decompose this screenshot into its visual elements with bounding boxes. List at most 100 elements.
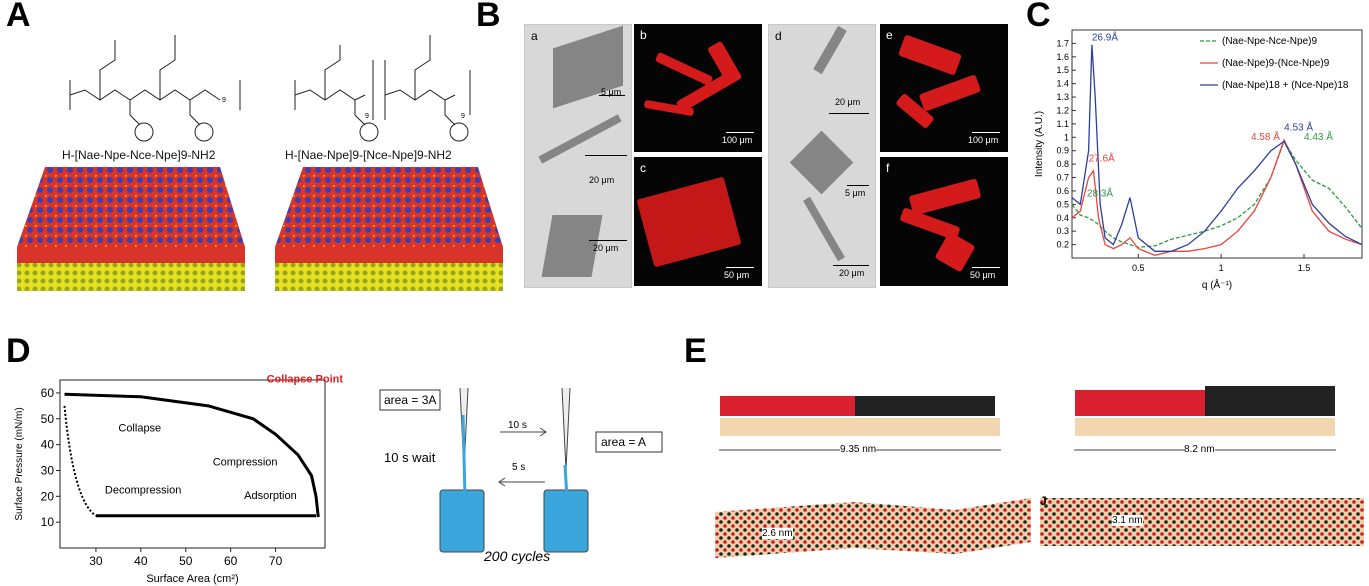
y-tick-label: 1.1 — [1056, 119, 1069, 129]
y-axis-label: Surface Pressure (mN/m) — [14, 407, 25, 520]
plot-frame — [1071, 29, 1363, 259]
peak-annotation: 27.6Å — [1089, 151, 1115, 164]
micrograph-e: e 100 μm — [880, 24, 1008, 152]
peak-annotation: 28.3Å — [1087, 186, 1113, 199]
micrograph-tag: c — [640, 161, 646, 175]
micrograph-b: b 100 μm — [634, 24, 762, 152]
molecule-structure-left: 9 — [69, 35, 241, 142]
micrograph-tag: b — [640, 28, 647, 42]
molecular-model-left — [719, 396, 1001, 451]
molecule-structure-right: 9 9 — [294, 35, 471, 142]
scale-bar-label: 20 μm — [839, 268, 865, 278]
x-tick-label: 1.5 — [1298, 263, 1311, 273]
time-10s-label: 10 s — [508, 420, 527, 431]
area-3a-label: area = 3A — [384, 393, 437, 407]
y-tick-label: 30 — [41, 463, 55, 477]
micrograph-c: c 50 μm — [634, 157, 762, 286]
scale-bar-label: 50 μm — [724, 270, 750, 280]
compression-curve — [64, 392, 320, 518]
thickness-right-label: 3.1 nm — [1112, 515, 1143, 526]
x-tick-label: 0.5 — [1132, 263, 1145, 273]
x-tick-label: 60 — [224, 554, 238, 568]
formula-right: H-[Nae-Npe]9-[Nce-Npe]9-NH2 — [285, 148, 452, 162]
y-tick-label: 1.4 — [1056, 79, 1069, 89]
peak-annotation: 4.58 Å — [1251, 130, 1280, 143]
y-tick-label: 0.3 — [1056, 226, 1069, 236]
formula-left: H-[Nae-Npe-Nce-Npe]9-NH2 — [62, 148, 216, 162]
scale-bar-label: 50 μm — [970, 270, 996, 280]
x-tick-label: 1 — [1219, 263, 1224, 273]
series-line-2 — [1071, 44, 1363, 252]
y-tick-label: 0.6 — [1056, 186, 1069, 196]
legend-label: (Nae-Npe-Nce-Npe)9 — [1222, 36, 1317, 47]
panel-label-d: D — [6, 332, 31, 370]
y-tick-label: 1.3 — [1056, 92, 1069, 102]
length-right-label: 8.2 nm — [1184, 444, 1215, 455]
legend-label: (Nae-Npe)9-(Nce-Npe)9 — [1222, 58, 1330, 69]
micrograph-f: f 50 μm — [880, 157, 1008, 286]
saxs-chart: 0.2 0.3 0.4 0.5 0.6 0.7 0.8 0.9 1 1.1 1.2 1.3 1.4 1.5… — [1034, 29, 1363, 291]
y-tick-label: 0.8 — [1056, 159, 1069, 169]
y-tick-label: 60 — [41, 386, 55, 400]
y-tick-label: 1 — [1064, 132, 1069, 142]
collapse-point-label: Collapse Point — [267, 374, 344, 386]
compression-cycle-schematic — [379, 387, 663, 553]
time-5s-label: 5 s — [512, 462, 526, 473]
cycles-label: 200 cycles — [484, 548, 551, 564]
x-tick-label: 40 — [134, 554, 148, 568]
x-tick-label: 30 — [89, 554, 103, 568]
micrograph-a: a 5 μm 20 μm 20 μm — [524, 24, 632, 288]
compression-label: Compression — [213, 456, 278, 468]
y-tick-label: 1.5 — [1056, 65, 1069, 75]
micrograph-d: d 20 μm 5 μm 20 μm — [768, 24, 876, 288]
y-tick-label: 0.7 — [1056, 173, 1069, 183]
wait-label: 10 s wait — [384, 450, 436, 465]
thickness-left-label: 2.6 nm — [762, 528, 793, 539]
bilayer-slab-right — [275, 167, 503, 291]
scale-bar-label: 100 μm — [722, 135, 753, 145]
y-tick-label: 40 — [41, 438, 55, 452]
molecular-model-right — [1074, 386, 1336, 451]
panel-label-c: C — [1026, 0, 1051, 34]
scale-bar-label: 20 μm — [593, 243, 619, 253]
bilayer-model-left — [715, 498, 1031, 558]
x-axis-label: Surface Area (cm²) — [146, 573, 238, 585]
peak-annotation: 26.9Å — [1092, 31, 1118, 44]
scale-bar-label: 20 μm — [835, 97, 861, 107]
y-axis-label: Intensity (A.U.) — [1034, 111, 1045, 177]
svg-text:9: 9 — [365, 113, 369, 120]
y-tick-label: 1.7 — [1056, 38, 1069, 48]
y-tick-label: 1.6 — [1056, 52, 1069, 62]
adsorption-label: Adsorption — [244, 490, 297, 502]
y-tick-label: 0.4 — [1056, 213, 1069, 223]
area-a-label: area = A — [601, 435, 647, 449]
peak-annotation: 4.43 Å — [1304, 130, 1333, 143]
y-tick-label: 20 — [41, 489, 55, 503]
svg-text:9: 9 — [222, 97, 226, 104]
scale-bar-label: 5 μm — [601, 87, 622, 97]
decompression-curve — [63, 405, 97, 517]
y-tick-label: 0.9 — [1056, 146, 1069, 156]
bilayer-slab-left — [17, 167, 245, 291]
y-tick-label: 1.2 — [1056, 105, 1069, 115]
micrograph-tag: a — [531, 29, 538, 43]
series-line-0 — [1071, 139, 1363, 248]
label-j: J — [1040, 494, 1047, 508]
plot-frame — [59, 379, 326, 549]
panel-label-b: B — [476, 0, 501, 34]
length-left-label: 9.35 nm — [840, 444, 877, 455]
micrograph-tag: e — [886, 28, 893, 42]
micrograph-tag: f — [886, 161, 890, 175]
panel-label-a: A — [6, 0, 31, 34]
panel-label-e: E — [684, 332, 707, 370]
x-tick-label: 50 — [179, 554, 193, 568]
bilayer-model-right — [1040, 498, 1364, 546]
y-tick-label: 0.2 — [1056, 240, 1069, 250]
decompression-label: Decompression — [105, 485, 181, 497]
peak-annotation: 4.53 Å — [1284, 121, 1313, 134]
svg-text:9: 9 — [461, 113, 465, 120]
y-tick-label: 50 — [41, 412, 55, 426]
x-axis-label: q (Å⁻¹) — [1202, 278, 1232, 291]
x-tick-label: 70 — [269, 554, 283, 568]
